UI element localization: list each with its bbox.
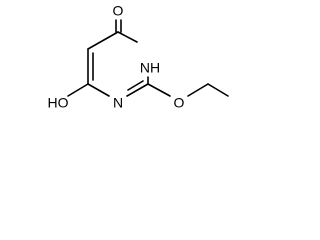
bond-ch2-ch3 [207,83,229,97]
structure-drawing: O NH N HO O [48,3,229,111]
ring-n-label: N [113,95,123,111]
bond-c2-o-ether [147,83,171,97]
bond-n3-c4 [117,31,138,43]
bond-c6-n1 [87,83,110,97]
ring-nh-label: NH [140,60,160,76]
ether-oxygen-label: O [174,95,185,111]
bond-c6-oh [67,83,89,97]
bond-n1-c2-double [127,80,144,91]
chemical-structure: O NH N HO O [0,0,230,138]
hydroxyl-label: HO [48,95,69,111]
bond-o-ch2 [187,83,209,97]
carbonyl-oxygen-label: O [113,3,124,19]
bond-n1-c2 [126,83,149,97]
bond-c4-c5 [87,31,119,50]
